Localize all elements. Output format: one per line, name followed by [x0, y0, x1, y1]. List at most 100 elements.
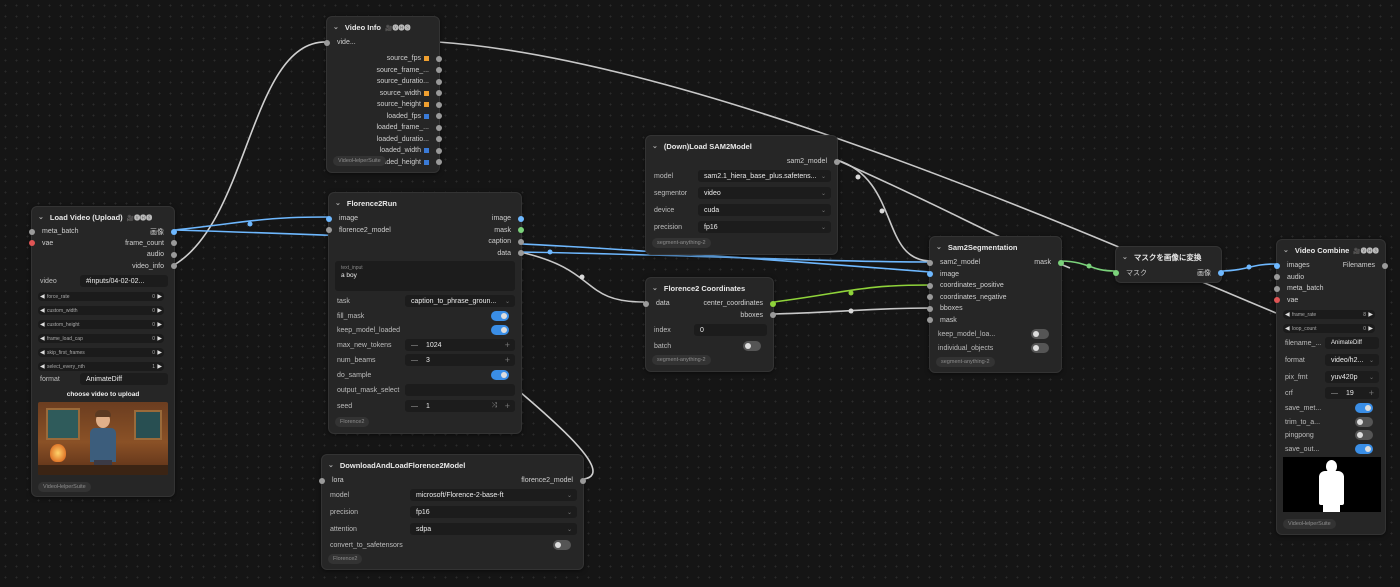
widget-value[interactable]: yuv420p⌄ [1325, 371, 1379, 383]
input-video[interactable]: vide... [324, 37, 439, 48]
chevron-down-icon[interactable]: ⌄ [652, 285, 658, 292]
output-port[interactable] [171, 263, 177, 269]
widget-value[interactable]: 0 [694, 324, 767, 336]
arrow-left-icon[interactable]: ◀ [40, 336, 45, 342]
input-audio[interactable]: audio [1274, 272, 1385, 283]
upload-button[interactable]: choose video to upload [66, 390, 140, 398]
widget-value[interactable]: AnimateDiff [80, 373, 168, 385]
widget-keep-model-loaded[interactable]: keep_model_loa... [934, 327, 1055, 341]
input-port[interactable] [1274, 297, 1280, 303]
widget-value[interactable]: —1⤨+ [405, 400, 515, 412]
input-port[interactable] [643, 300, 649, 307]
input-port[interactable] [927, 294, 933, 300]
node-title[interactable]: ⌄(Down)Load SAM2Model [646, 136, 837, 156]
arrow-left-icon[interactable]: ◀ [40, 322, 45, 328]
node-title[interactable]: ⌄Florence2Run [329, 193, 521, 213]
input-bboxes[interactable]: bboxes [927, 303, 1061, 314]
output-port[interactable] [171, 240, 177, 246]
chevron-down-icon[interactable]: ⌄ [335, 200, 341, 207]
save-output-toggle[interactable] [1355, 444, 1373, 454]
node-title[interactable]: ⌄Florence2 Coordinates [646, 278, 773, 298]
output-loaded-duration[interactable]: loaded_duratio... [327, 134, 442, 145]
arrow-right-icon[interactable]: ▶ [1368, 312, 1373, 318]
arrow-right-icon[interactable]: ▶ [157, 294, 162, 300]
output-port[interactable] [1218, 269, 1224, 276]
node-video-info[interactable]: ⌄Video Info🎥🅥🅗🅢 vide... source_fps sourc… [324, 16, 442, 173]
widget-fill-mask[interactable]: fill_mask [333, 309, 515, 323]
output-source-frame[interactable]: source_frame_... [327, 65, 442, 76]
output-port[interactable] [518, 215, 524, 222]
output-port[interactable] [436, 55, 442, 62]
node-download-florence2[interactable]: ⌄DownloadAndLoadFlorence2Model lora flor… [319, 454, 586, 570]
input-vae[interactable]: vae [1274, 295, 1385, 306]
output-port[interactable] [834, 158, 840, 165]
batch-toggle[interactable] [743, 341, 761, 351]
output-audio[interactable]: audio [32, 249, 177, 260]
output-image[interactable]: image [429, 213, 524, 224]
output-port[interactable] [518, 227, 524, 233]
chevron-down-icon[interactable]: ⌄ [936, 244, 942, 251]
output-source-height[interactable]: source_height [327, 99, 442, 110]
plus-icon[interactable]: + [504, 340, 510, 350]
input-port[interactable] [319, 477, 325, 484]
keep-model-loaded-toggle[interactable] [491, 325, 509, 335]
arrow-right-icon[interactable]: ▶ [157, 350, 162, 356]
output-port[interactable] [436, 124, 442, 131]
do-sample-toggle[interactable] [491, 370, 509, 380]
node-title[interactable]: ⌄Video Info🎥🅥🅗🅢 [327, 17, 439, 37]
input-port[interactable] [29, 228, 35, 235]
chevron-down-icon[interactable]: ⌄ [652, 143, 658, 150]
output-loaded-width[interactable]: loaded_width [327, 145, 442, 156]
input-coordinates-positive[interactable]: coordinates_positive [927, 280, 1061, 291]
plus-icon[interactable]: + [504, 401, 510, 411]
input-port[interactable] [326, 215, 332, 222]
widget-value[interactable]: video/h2...⌄ [1325, 354, 1379, 366]
widget-keep-model-loaded[interactable]: keep_model_loaded [333, 323, 515, 337]
node-florence2-run[interactable]: ⌄Florence2Run image florence2_model imag… [326, 192, 524, 434]
node-video-combine[interactable]: ⌄Video Combine🎥🅥🅗🅢 images audio meta_bat… [1274, 239, 1388, 535]
input-vae[interactable]: vae [29, 238, 174, 249]
output-filenames[interactable]: Filenames [1327, 260, 1388, 271]
input-port[interactable] [29, 240, 35, 246]
widget-convert-safetensors[interactable]: convert_to_safetensors [326, 538, 577, 552]
widget-save-output[interactable]: save_out... [1281, 442, 1379, 456]
widget-value[interactable]: AnimateDiff [1325, 337, 1379, 349]
output-port[interactable] [436, 78, 442, 85]
chevron-down-icon[interactable]: ⌄ [1122, 254, 1128, 261]
node-florence2-coordinates[interactable]: ⌄Florence2 Coordinates data center_coord… [643, 277, 776, 372]
individual-objects-toggle[interactable] [1031, 343, 1049, 353]
output-frame-count[interactable]: frame_count [112, 238, 177, 249]
arrow-left-icon[interactable]: ◀ [40, 308, 45, 314]
chevron-down-icon[interactable]: ⌄ [328, 462, 334, 469]
widget-value[interactable]: sam2.1_hiera_base_plus.safetens...⌄ [698, 170, 831, 182]
input-port[interactable] [324, 39, 330, 46]
widget-individual-objects[interactable]: individual_objects [934, 341, 1055, 355]
output-image[interactable]: 画像 [1166, 267, 1224, 278]
minus-icon[interactable]: — [411, 341, 418, 349]
input-mask[interactable]: マスク [1113, 267, 1221, 278]
output-port[interactable] [436, 101, 442, 108]
output-mask-input[interactable] [405, 384, 515, 396]
output-port[interactable] [436, 147, 442, 154]
output-florence2-model[interactable]: florence2_model [442, 475, 586, 486]
input-port[interactable] [927, 259, 933, 266]
output-source-fps[interactable]: source_fps [327, 53, 442, 64]
widget-do-sample[interactable]: do_sample [333, 368, 515, 382]
widget-trim-audio[interactable]: trim_to_a... [1281, 415, 1379, 429]
output-data[interactable]: data [329, 248, 524, 259]
input-port[interactable] [927, 271, 933, 277]
output-port[interactable] [1058, 259, 1064, 266]
node-title[interactable]: ⌄Video Combine🎥🅥🅗🅢 [1277, 240, 1385, 260]
arrow-right-icon[interactable]: ▶ [157, 308, 162, 314]
